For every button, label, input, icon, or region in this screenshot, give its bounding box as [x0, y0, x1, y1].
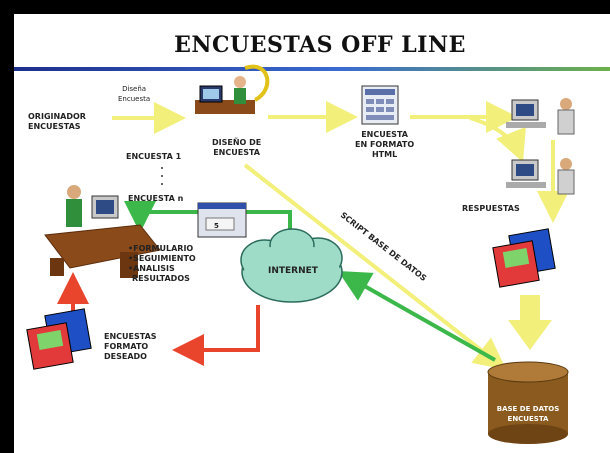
disena-label: Diseña Encuesta — [118, 84, 150, 104]
formato-line-2: FORMATO — [104, 342, 149, 351]
page-title: ENCUESTAS OFF LINE — [174, 32, 466, 58]
encuesta-1-label: ENCUESTA 1 — [126, 152, 182, 161]
diseno-line-2: ENCUESTA — [213, 148, 260, 157]
html-document-icon — [361, 85, 399, 125]
desk-worker-icon — [44, 185, 161, 278]
arrow-to-user2 — [469, 116, 526, 163]
originador-label: ORIGINADOR ENCUESTAS — [28, 112, 86, 132]
red-flow-arrows — [57, 272, 260, 366]
task-resultados: RESULTADOS — [132, 274, 190, 283]
internet-cloud-icon — [240, 228, 343, 303]
respondent-computer-icon-2 — [506, 158, 575, 195]
disena-line-2: Encuesta — [118, 95, 151, 103]
formato-line-3: DESEADO — [104, 352, 147, 361]
arrow-diseno-to-db — [243, 163, 507, 370]
left-border — [0, 0, 14, 453]
formato-line-1: ENCUESTAS — [104, 332, 157, 341]
task-analisis: •ANALISIS — [128, 264, 175, 273]
encuesta-window-icon — [197, 202, 247, 238]
task-formulario: •FORMULARIO — [128, 244, 194, 253]
top-border — [0, 0, 610, 14]
title-divider — [14, 67, 610, 71]
encuesta-n-label: ENCUESTA n — [128, 194, 184, 203]
db-line-2: ENCUESTA — [507, 415, 549, 423]
yellow-flow-arrows — [112, 101, 569, 370]
big-arrow-to-db — [508, 295, 552, 350]
tasks-label: •FORMULARIO •SEGUIMIENTO •ANALISIS RESUL… — [128, 244, 196, 284]
task-seguimiento: •SEGUIMIENTO — [128, 254, 196, 263]
formato-label: ENCUESTAS FORMATO DESEADO — [104, 332, 157, 362]
html-line-2: EN FORMATO — [355, 140, 415, 149]
internet-label: INTERNET — [268, 266, 318, 276]
disena-line-1: Diseña — [122, 85, 147, 93]
arrow-db-to-internet — [338, 271, 496, 362]
designer-computer-icon — [195, 64, 270, 114]
db-label: BASE DE DATOS ENCUESTA — [494, 404, 562, 424]
database-cylinder-icon — [487, 361, 569, 444]
floppy-disk-icon-right — [492, 228, 556, 288]
floppy-disk-icon-left — [26, 308, 92, 370]
diseno-line-1: DISEÑO DE — [212, 138, 262, 147]
respondent-computer-icon-1 — [506, 98, 575, 135]
originador-line-1: ORIGINADOR — [28, 112, 86, 121]
originador-line-2: ENCUESTAS — [28, 122, 81, 131]
diseno-label: DISEÑO DE ENCUESTA — [212, 138, 261, 158]
html-line-3: HTML — [371, 150, 398, 159]
ellipsis-dots — [161, 167, 163, 185]
arrow-internet-to-formato — [172, 305, 260, 366]
html-line-1: ENCUESTA — [361, 130, 408, 139]
respuestas-label: RESPUESTAS — [462, 204, 520, 213]
window-number: 5 — [214, 222, 219, 230]
db-line-1: BASE DE DATOS — [496, 405, 560, 413]
html-label: ENCUESTA EN FORMATO HTML — [355, 130, 414, 160]
